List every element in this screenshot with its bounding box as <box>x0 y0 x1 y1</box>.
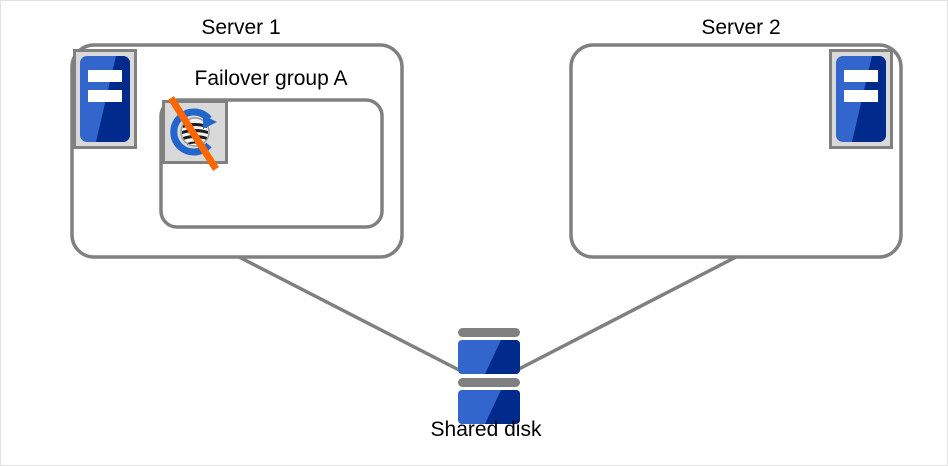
server1-title: Server 1 <box>201 16 281 39</box>
server-icon-server2[interactable] <box>829 49 893 149</box>
shared-disk-platter-lower-shade <box>485 390 520 424</box>
disabled-strike-line <box>168 96 219 171</box>
server-icon-server1[interactable] <box>73 49 137 149</box>
server-icon <box>80 56 130 142</box>
server2-box[interactable] <box>569 43 903 259</box>
connector-server1-shared-disk <box>238 255 460 372</box>
shared-disk-icon[interactable] <box>458 328 520 424</box>
shared-disk-top-bar <box>458 328 520 337</box>
server2-title: Server 2 <box>701 16 781 39</box>
connector-server2-shared-disk <box>516 255 737 372</box>
failover-group-title: Failover group A <box>194 67 348 90</box>
server-icon <box>836 56 886 142</box>
shared-disk-title: Shared disk <box>430 418 542 441</box>
shared-disk-bottom-bar <box>458 378 520 387</box>
sync-arrow-glyph <box>170 108 217 156</box>
shared-disk-platter-upper-shade <box>485 340 520 374</box>
